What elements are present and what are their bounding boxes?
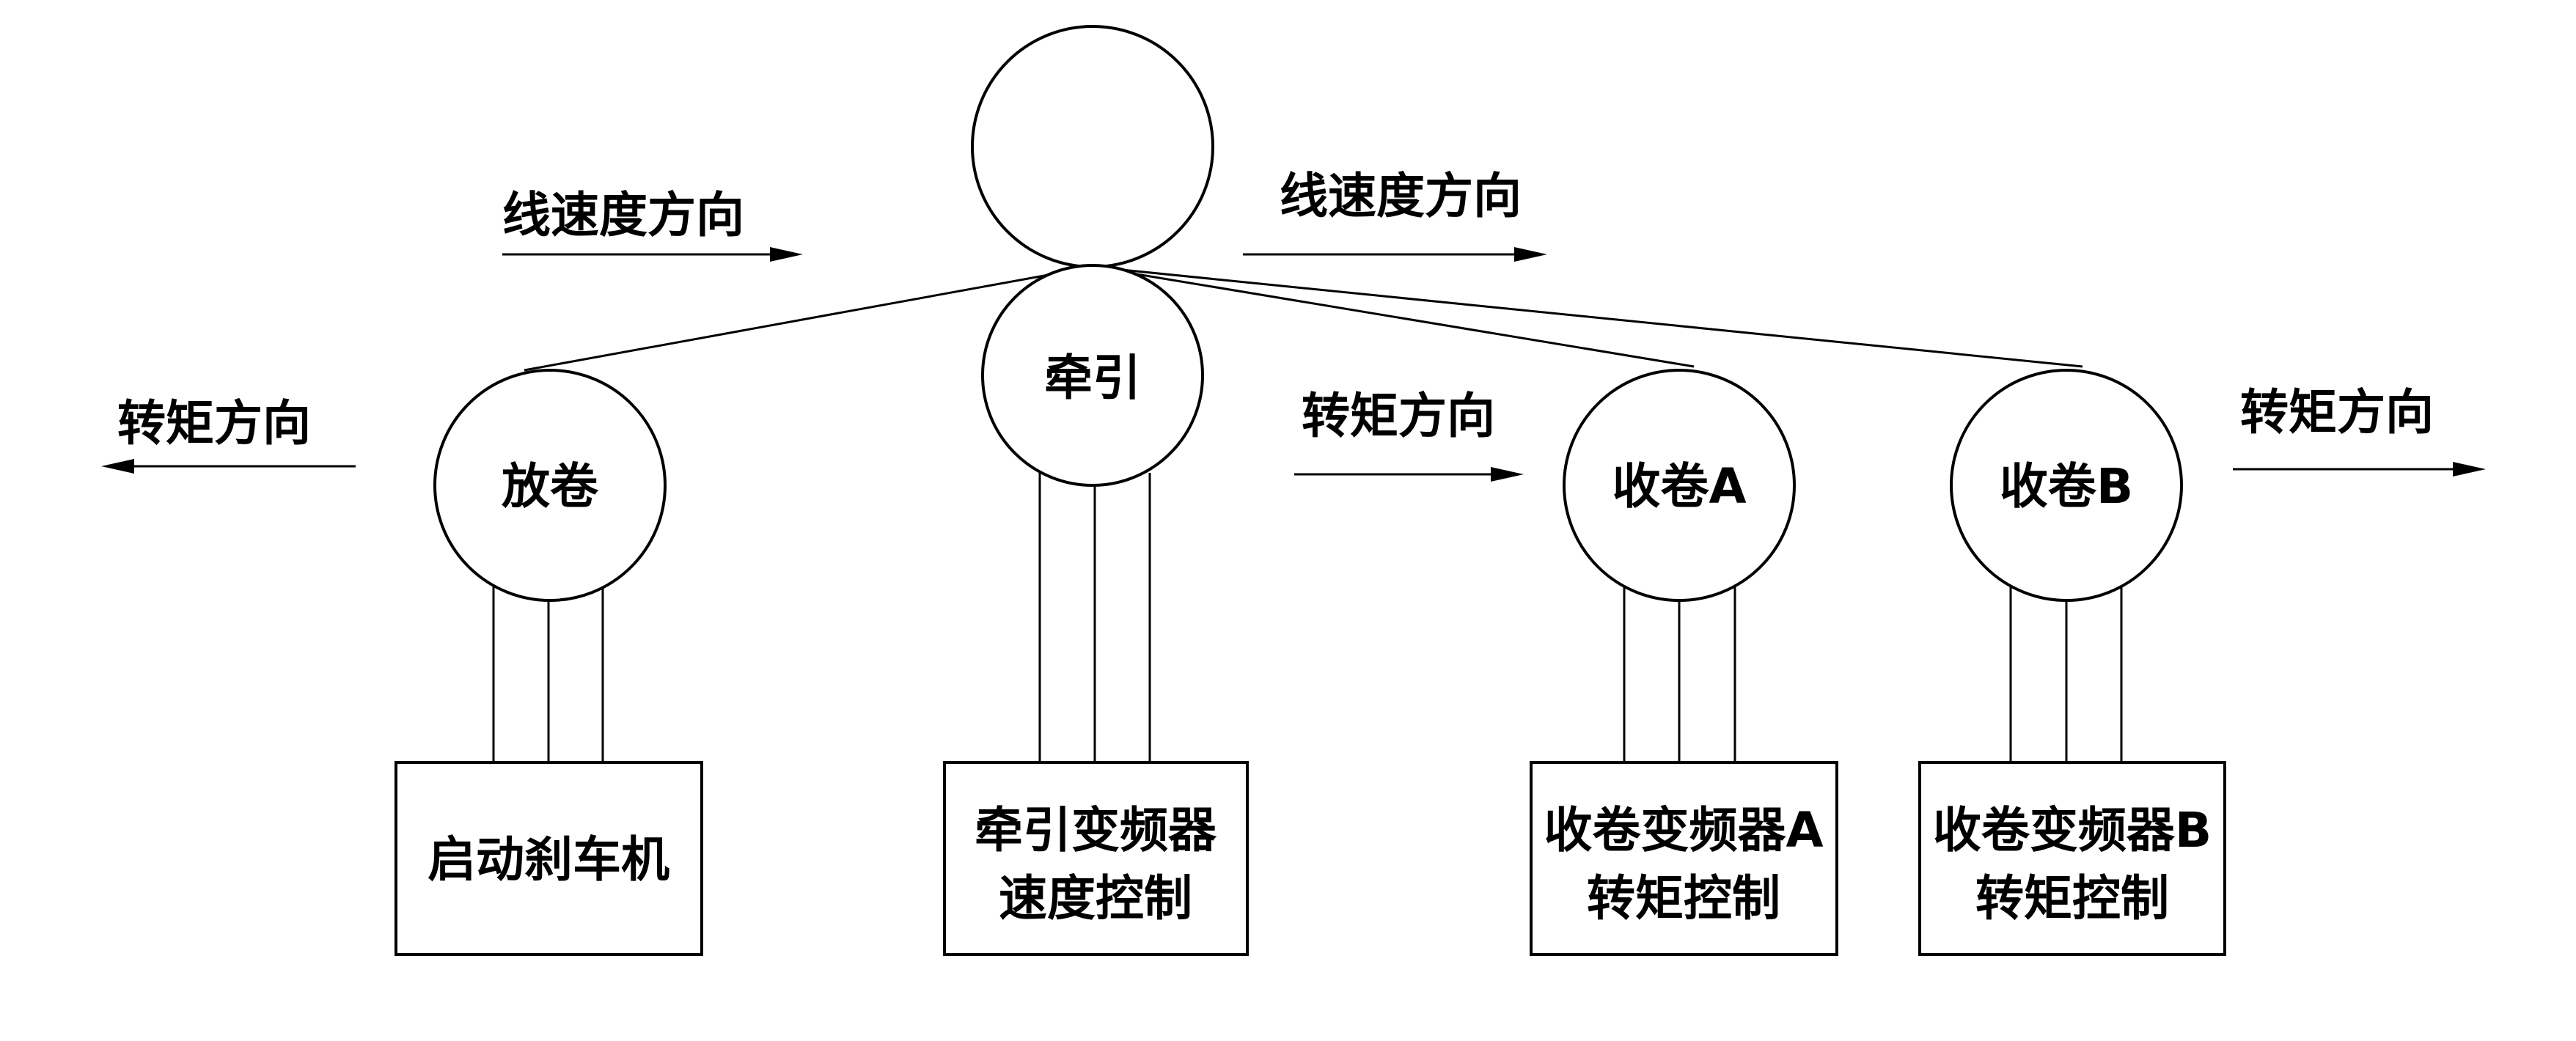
box-label-winder-b-line2: 转矩控制 xyxy=(1975,870,2169,927)
label-torque-middle: 转矩方向 xyxy=(1302,388,1495,444)
web-line-to-winder-b xyxy=(1092,265,2083,368)
box-label-traction-line1: 牵引变频器 xyxy=(975,802,1217,858)
box-label-winder-a-line2: 转矩控制 xyxy=(1587,870,1780,927)
roller-label-traction: 牵引 xyxy=(1044,350,1141,406)
box-traction xyxy=(943,761,1249,956)
label-torque-right: 转矩方向 xyxy=(2240,384,2434,441)
roller-label-winder-a: 收卷A xyxy=(1612,458,1746,515)
arrow-torque-left xyxy=(101,459,356,474)
connector-winder-a xyxy=(1623,586,1736,762)
arrow-torque-middle xyxy=(1294,467,1524,482)
box-label-traction-line2: 速度控制 xyxy=(999,870,1192,927)
web-line-to-winder-a xyxy=(1092,265,1695,368)
label-torque-left: 转矩方向 xyxy=(117,395,311,452)
arrow-line-speed-right xyxy=(1243,247,1547,262)
box-winder-a xyxy=(1530,761,1838,956)
roller-traction xyxy=(981,264,1204,487)
arrow-line-speed-left xyxy=(502,247,803,262)
box-label-winder-a-line1: 收卷变频器A xyxy=(1544,802,1823,858)
box-unwind xyxy=(395,761,703,956)
roller-label-unwind: 放卷 xyxy=(502,458,599,515)
top-roller xyxy=(971,25,1214,268)
web-line-to-unwind xyxy=(524,265,1093,372)
roller-unwind xyxy=(433,369,667,602)
box-label-winder-b-line1: 收卷变频器B xyxy=(1933,802,2212,858)
roller-label-winder-b: 收卷B xyxy=(2000,458,2133,515)
arrow-torque-right xyxy=(2233,462,2486,477)
connector-traction xyxy=(1038,473,1151,762)
connector-winder-b xyxy=(2009,586,2123,762)
box-label-unwind: 启动刹车机 xyxy=(428,831,669,888)
connector-unwind xyxy=(492,586,604,762)
label-line-speed-left: 线速度方向 xyxy=(502,187,744,243)
label-line-speed-right: 线速度方向 xyxy=(1280,168,1522,224)
box-winder-b xyxy=(1918,761,2226,956)
